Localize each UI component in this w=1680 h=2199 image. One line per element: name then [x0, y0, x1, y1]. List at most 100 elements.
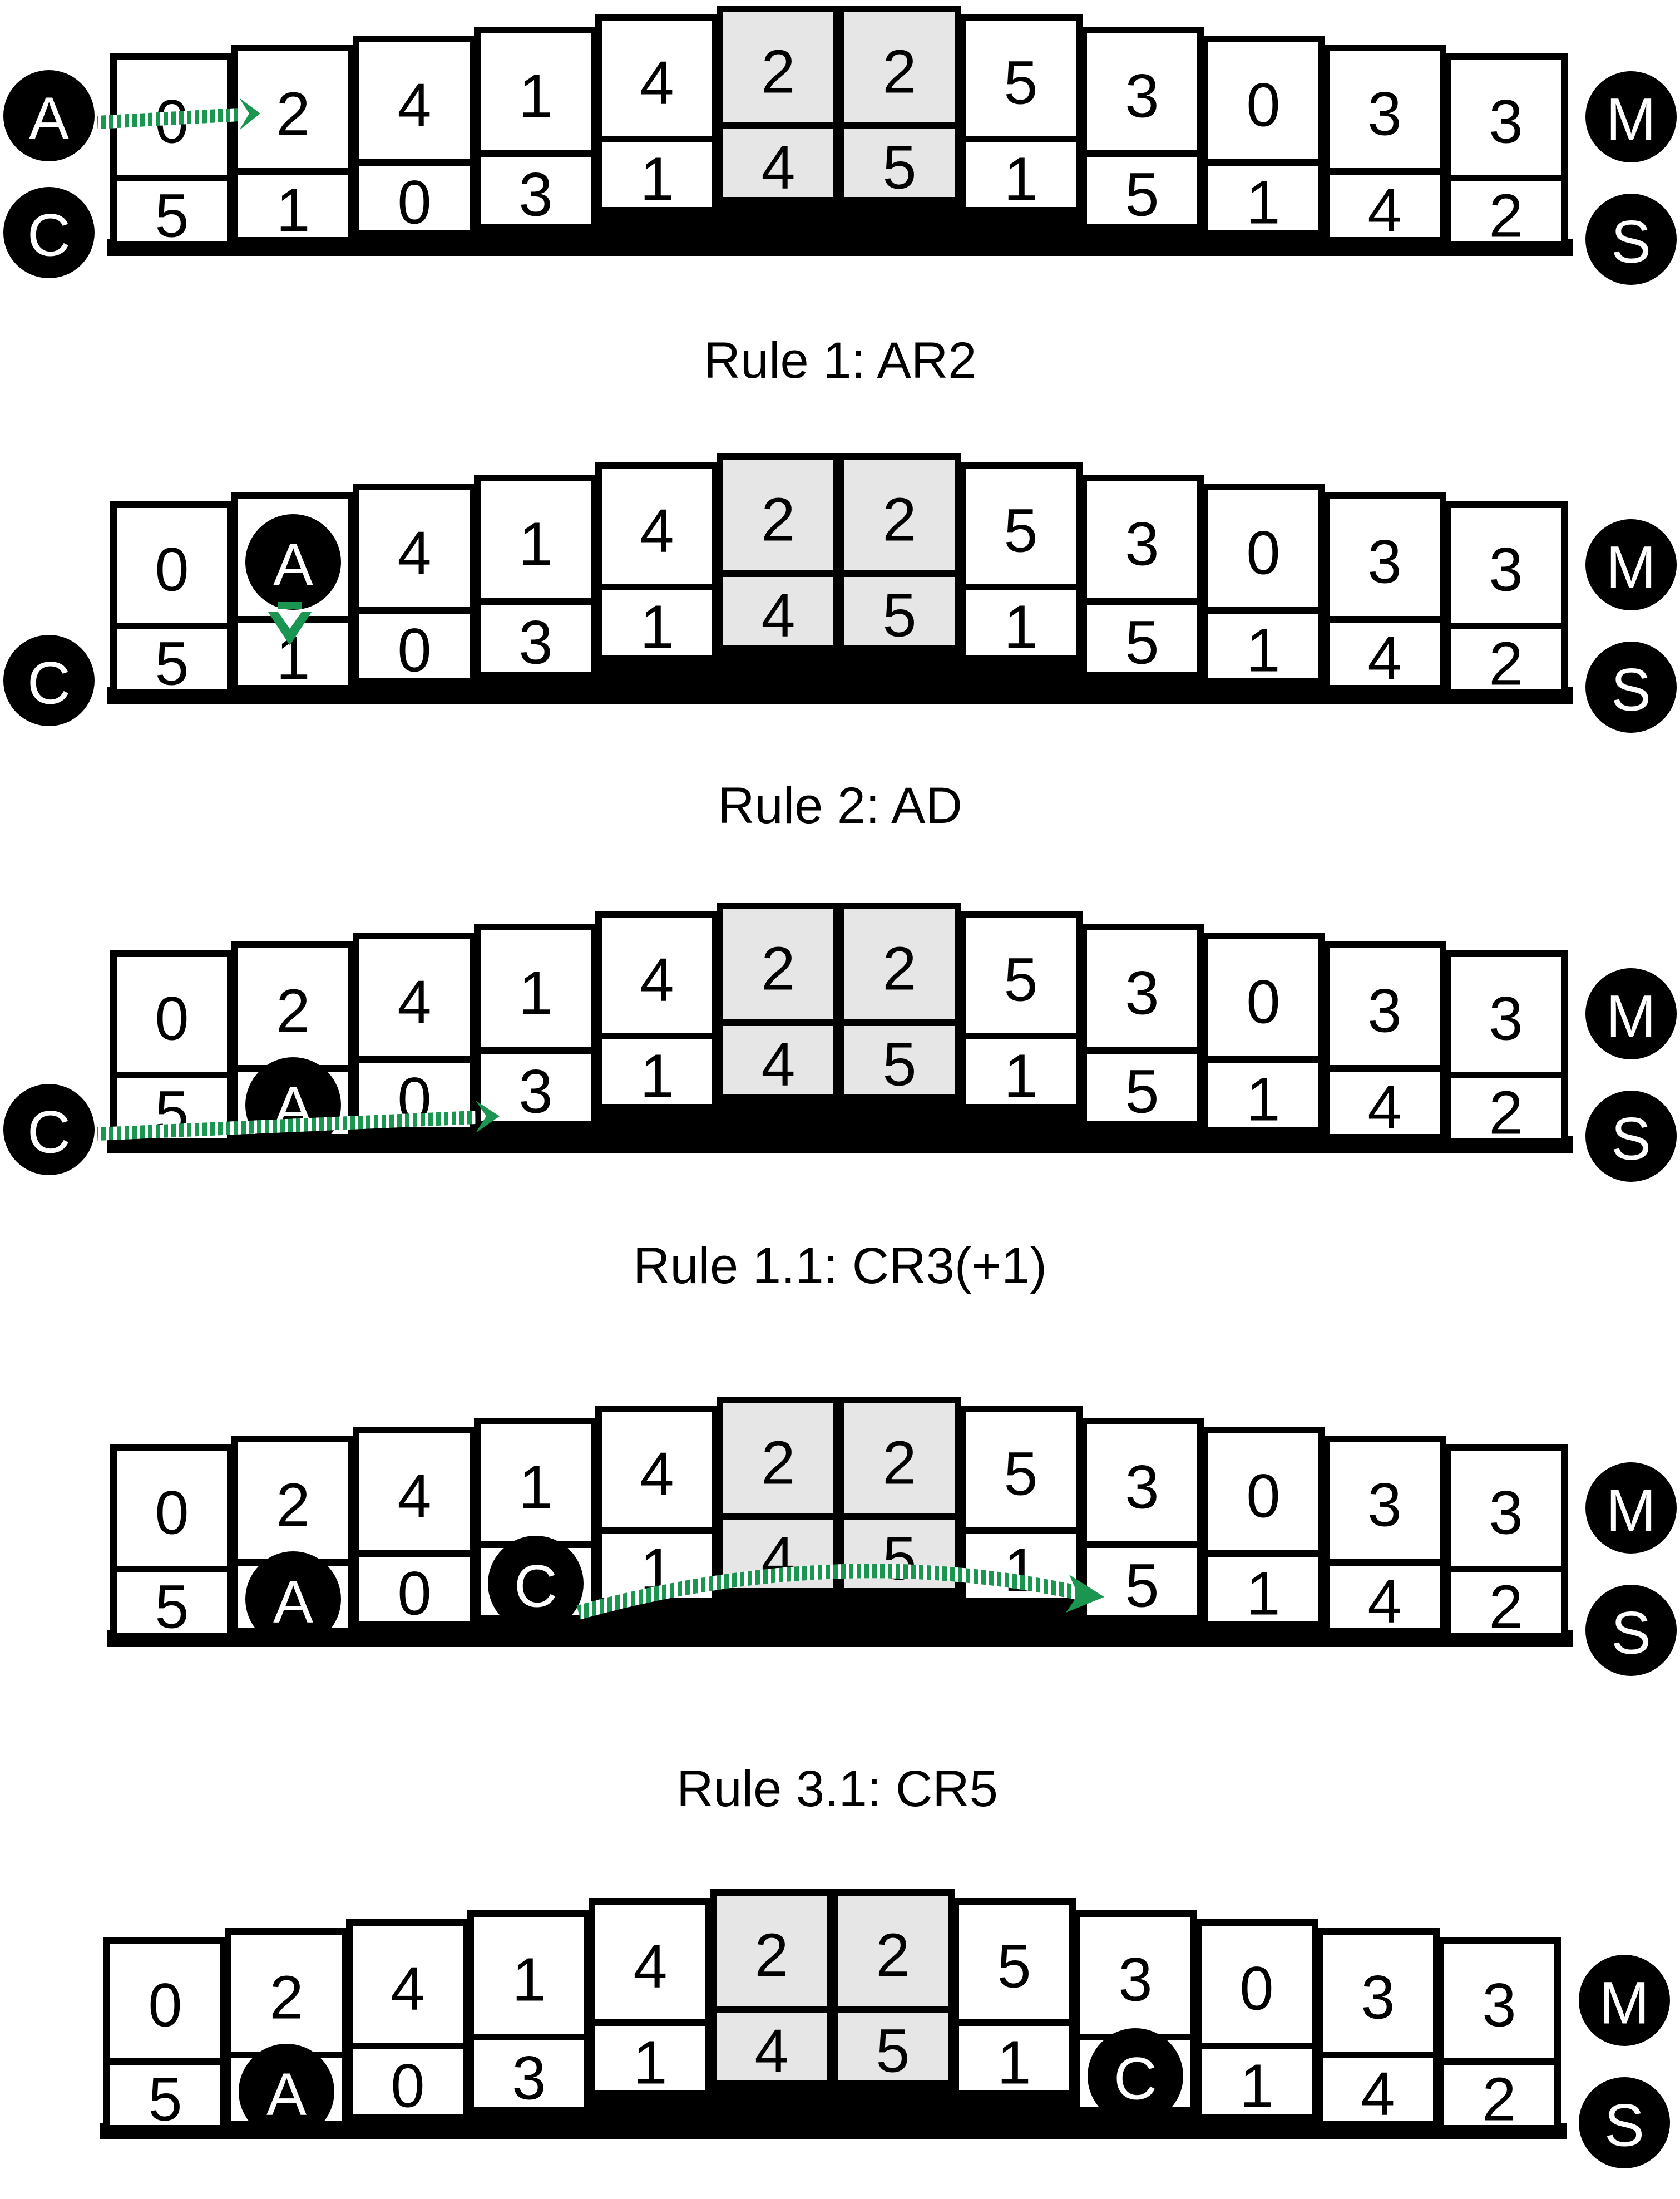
cell-value-top: 3: [1125, 1453, 1159, 1522]
side-label-badge: [1585, 519, 1677, 610]
board-cell-top: [838, 6, 961, 129]
board-cell-top: [717, 453, 840, 577]
cell-value-top: 3: [1489, 985, 1523, 1053]
cell-value-bottom: 4: [1367, 1567, 1401, 1636]
board-cell-bottom: [838, 1513, 961, 1595]
board-cell-top: [717, 6, 840, 129]
board-cell-bottom: [589, 2019, 712, 2097]
column-shadow: [839, 1097, 960, 1147]
side-label-badge: [1585, 194, 1677, 285]
cell-value-bottom: 4: [754, 2017, 788, 2085]
board-cell-bottom: [474, 598, 597, 678]
cell-value-bottom: 1: [1004, 1536, 1037, 1605]
column-shadow: [596, 1107, 718, 1147]
board-cell-top: [1202, 1427, 1325, 1557]
column-shadow: [475, 1124, 596, 1147]
board-cell-bottom: [831, 2006, 955, 2087]
cell-value-bottom: 4: [761, 1031, 795, 1099]
cell-value-top: 2: [761, 1429, 795, 1497]
cell-value-top: 2: [276, 1471, 310, 1540]
column-shadow: [839, 1591, 960, 1641]
side-label-left: C: [27, 649, 71, 717]
board-cell-bottom: [1080, 1541, 1204, 1621]
cell-value-bottom: 1: [1004, 1042, 1037, 1111]
board-cell-bottom: [1444, 1566, 1568, 1639]
cell-value-top: 2: [754, 1921, 788, 1990]
cell-value-top: 4: [397, 968, 431, 1037]
cell-value-top: 4: [640, 49, 674, 117]
cell-value-bottom: 1: [1246, 617, 1280, 685]
side-label-badge: [1585, 1091, 1677, 1182]
board-cell-bottom: [1202, 607, 1325, 685]
board-cell-top: [110, 501, 234, 629]
cell-value-top: 4: [397, 519, 431, 588]
player-token-label: C: [514, 1552, 557, 1620]
board-cell-bottom: [103, 2058, 227, 2132]
column-shadow: [960, 210, 1081, 250]
board-cell-top: [1437, 1937, 1561, 2065]
cell-value-top: 2: [269, 1964, 303, 2032]
arrow-a-down-icon: [268, 602, 312, 645]
cell-value-bottom: 5: [155, 630, 189, 698]
board-cell-bottom: [1437, 2058, 1561, 2132]
column-shadow: [590, 2094, 711, 2134]
cell-value-top: 2: [276, 80, 310, 149]
cell-value-top: 2: [876, 1921, 910, 1990]
cell-value-top: 0: [155, 536, 189, 604]
board-cell-bottom: [595, 136, 719, 214]
cell-value-bottom: 1: [640, 145, 674, 214]
cell-value-top: 2: [276, 977, 310, 1046]
player-token-label: A: [273, 531, 313, 598]
board-cell-top: [231, 45, 355, 175]
side-label-left: C: [27, 201, 71, 269]
cell-value-top: 2: [882, 935, 916, 1003]
column-shadow: [1081, 1618, 1203, 1641]
cell-value-bottom: 5: [148, 2065, 182, 2134]
cell-value-top: 0: [1246, 1462, 1280, 1531]
board-cell-top: [110, 950, 234, 1078]
cell-value-bottom: 5: [882, 134, 916, 202]
cell-value-bottom: 5: [1125, 609, 1159, 677]
cell-value-top: 4: [640, 1440, 674, 1508]
cell-value-bottom: 1: [1246, 1560, 1280, 1628]
board-cell-top: [1323, 492, 1446, 623]
board-cell-bottom: [595, 584, 719, 662]
cell-value-top: 5: [1004, 497, 1037, 565]
cell-value-bottom: 3: [518, 1058, 552, 1126]
board-cell-top: [474, 924, 597, 1054]
board-cell-top: [1080, 924, 1204, 1054]
cell-value-bottom: 4: [1361, 2060, 1395, 2128]
cell-value-bottom: 4: [1367, 176, 1401, 245]
board-cell-bottom: [1202, 1056, 1325, 1134]
cell-value-bottom: 3: [512, 2044, 546, 2113]
board-cell-bottom: [474, 150, 597, 230]
cell-value-bottom: 0: [397, 1560, 431, 1628]
column-shadow: [718, 1097, 839, 1147]
board-cell-bottom: [595, 1033, 719, 1111]
cell-value-bottom: 5: [155, 182, 189, 250]
cell-value-top: 3: [1367, 1471, 1401, 1540]
column-shadow: [475, 675, 596, 698]
cell-value-top: 4: [640, 946, 674, 1014]
cell-value-bottom: 5: [882, 1525, 916, 1593]
board-cell-bottom: [952, 2019, 1076, 2097]
column-shadow: [596, 658, 718, 698]
board-cell-top: [595, 462, 719, 590]
cell-value-top: 0: [1246, 519, 1280, 588]
cell-value-bottom: 0: [397, 617, 431, 685]
cell-value-top: 3: [1489, 536, 1523, 604]
cell-value-bottom: 4: [1367, 624, 1401, 693]
column-shadow: [960, 1107, 1081, 1147]
cell-value-bottom: 0: [391, 2052, 424, 2121]
board-cell-bottom: [838, 122, 961, 204]
board-cell-bottom: [1323, 1065, 1446, 1141]
cell-value-bottom: 1: [997, 2029, 1031, 2097]
cell-value-bottom: 2: [1482, 2065, 1516, 2134]
cell-value-top: 0: [148, 1971, 182, 2040]
board-cell-top: [595, 14, 719, 142]
cell-value-bottom: 4: [761, 134, 795, 202]
cell-value-top: 1: [518, 510, 552, 579]
side-label-badge: [1585, 968, 1677, 1059]
side-label-right: M: [1606, 534, 1656, 601]
cell-value-top: 3: [1367, 528, 1401, 596]
